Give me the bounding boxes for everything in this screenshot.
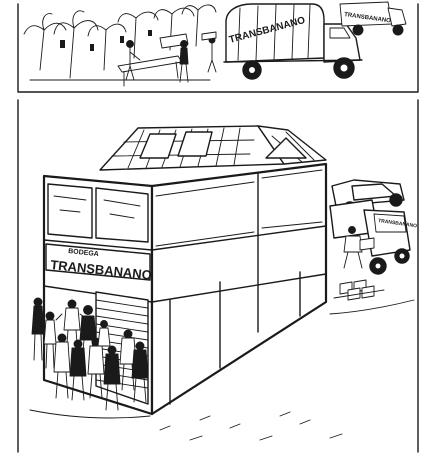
- crowd: [29, 297, 151, 419]
- truck-far: TRANSBANANO: [339, 1, 407, 36]
- truck-right-label: TRANSBANANO: [378, 218, 418, 229]
- sign-top-text: BODEGA: [68, 248, 99, 258]
- ground-hatching: [159, 299, 415, 441]
- bottom-scene: BODEGA TRANSBANANO TRANSBANANO: [17, 99, 419, 453]
- packing-workers: [117, 31, 217, 87]
- warehouse-building: [42, 162, 328, 416]
- truck-main: TRANSBANANO: [223, 3, 363, 80]
- trucks-loading: TRANSBANANO: [329, 179, 418, 301]
- top-scene: TRANSBANANO TRANSBANANO: [17, 1, 419, 93]
- warehouse-roof: [99, 125, 327, 171]
